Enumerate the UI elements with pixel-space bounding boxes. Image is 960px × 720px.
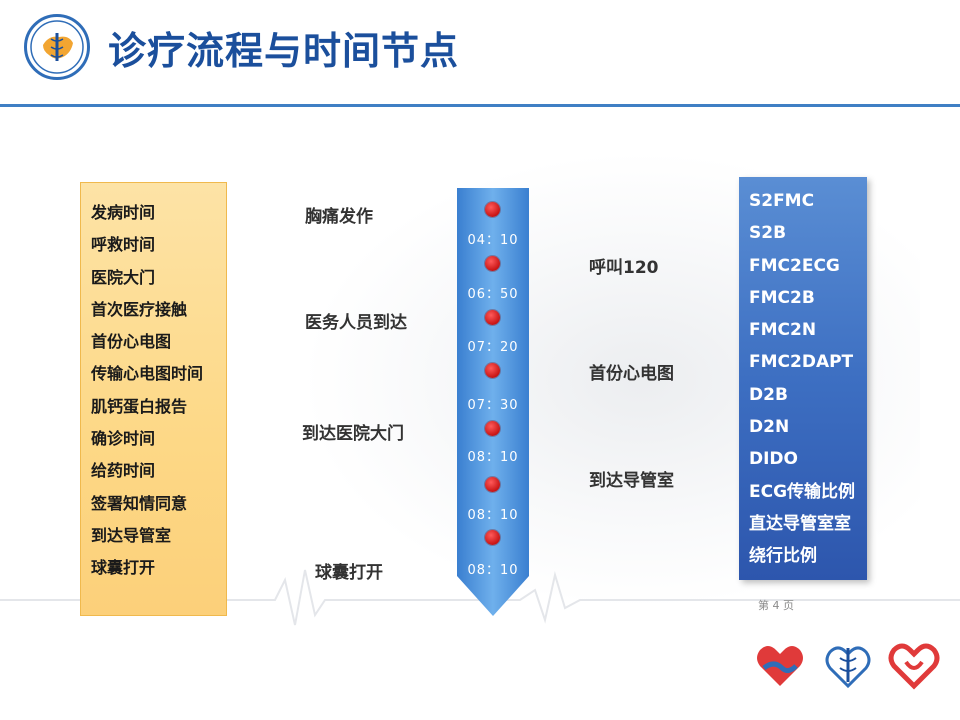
list-item: FMC2DAPT [749, 352, 854, 373]
timeline-dot [485, 530, 500, 545]
time-node-list: 发病时间 呼救时间 医院大门 首次医疗接触 首份心电图 传输心电图时间 肌钙蛋白… [81, 183, 226, 585]
heart-foundation-logo [886, 640, 942, 692]
list-item: S2FMC [749, 191, 815, 211]
timeline-arrow-shape [457, 188, 529, 616]
list-item: FMC2B [749, 287, 815, 308]
list-item: S2B [749, 223, 787, 244]
list-item: 首份心电图 [91, 332, 172, 352]
heart-handshake-logo [752, 640, 808, 692]
event-cath-lab-arrival: 到达导管室 [589, 471, 674, 491]
list-item: FMC2ECG [749, 255, 840, 276]
timeline-dot [485, 310, 500, 325]
timeline-dot [485, 256, 500, 271]
timeline-arrow: 04：10 06：50 07：20 07：30 08：10 08：10 08：1… [457, 188, 529, 616]
list-item: 给药时间 [91, 461, 156, 481]
list-item: 绕行比例 [749, 546, 817, 567]
event-hospital-door-arrival: 到达医院大门 [302, 424, 404, 444]
list-item: 医院大门 [91, 267, 156, 287]
list-item: 传输心电图时间 [91, 364, 204, 384]
metrics-list: S2FMC S2B FMC2ECG FMC2B FMC2N FMC2DAPT D… [739, 177, 867, 573]
list-item: 直达导管室室 [749, 513, 851, 534]
list-item: 确诊时间 [91, 429, 156, 449]
caduceus-heart-logo [820, 640, 876, 692]
list-item: ECG传输比例 [749, 481, 856, 502]
list-item: 到达导管室 [91, 525, 172, 545]
event-call-120: 呼叫120 [589, 258, 659, 278]
timeline-dot [485, 202, 500, 217]
timeline-time: 06：50 [467, 287, 519, 302]
page-number: 第 4 页 [758, 599, 794, 612]
timeline-time: 08：10 [467, 450, 519, 465]
timeline-dot [485, 477, 500, 492]
list-item: 发病时间 [91, 203, 156, 222]
timeline-time: 04：10 [467, 233, 519, 248]
timeline-time: 07：20 [467, 340, 519, 355]
list-item: DIDO [749, 449, 798, 470]
list-item: 球囊打开 [91, 558, 156, 578]
timeline-time: 08：10 [467, 508, 519, 523]
metrics-list-box: S2FMC S2B FMC2ECG FMC2B FMC2N FMC2DAPT D… [739, 177, 867, 580]
event-chest-pain-onset: 胸痛发作 [305, 207, 373, 227]
header-divider [0, 104, 960, 107]
list-item: 呼救时间 [91, 235, 156, 255]
list-item: FMC2N [749, 320, 817, 341]
event-first-ecg: 首份心电图 [589, 364, 674, 384]
event-medical-staff-arrival: 医务人员到达 [305, 313, 407, 333]
list-item: D2N [749, 417, 790, 438]
list-item: 签署知情同意 [91, 493, 188, 513]
timeline-time: 07：30 [467, 398, 519, 413]
china-chest-pain-center-logo [24, 14, 90, 80]
ecg-background-line [0, 569, 960, 626]
event-balloon-open: 球囊打开 [315, 563, 383, 583]
list-item: 肌钙蛋白报告 [91, 396, 188, 416]
list-item: D2B [749, 384, 788, 405]
time-node-list-box: 发病时间 呼救时间 医院大门 首次医疗接触 首份心电图 传输心电图时间 肌钙蛋白… [80, 182, 227, 616]
timeline-dot [485, 363, 500, 378]
timeline-time: 08：10 [467, 563, 519, 578]
page-title: 诊疗流程与时间节点 [108, 29, 460, 73]
list-item: 首次医疗接触 [91, 299, 188, 319]
timeline-dot [485, 421, 500, 436]
